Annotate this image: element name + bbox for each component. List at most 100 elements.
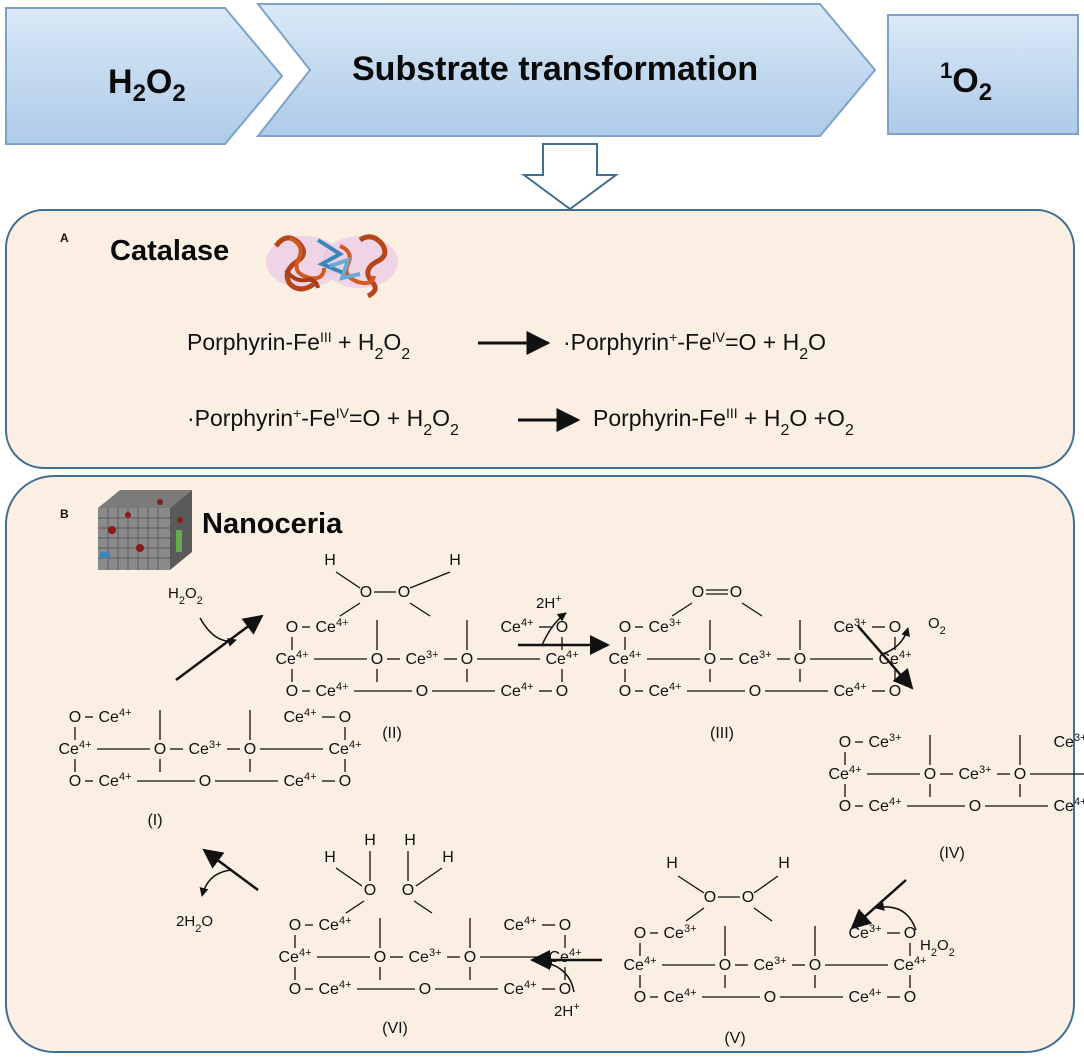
banner-singlet-oxygen-label: 1O2: [940, 58, 992, 106]
oxygen-atom: O: [360, 584, 372, 601]
ce4-atom: Ce4+: [869, 796, 902, 815]
bond: [685, 907, 705, 922]
structure-ii-label: (II): [382, 725, 402, 742]
banner-singlet-oxygen-box: [887, 14, 1079, 135]
label-h-in: 2H+: [554, 1001, 580, 1020]
structure-iv-label: (IV): [939, 845, 965, 862]
ce4-atom: Ce4+: [664, 987, 697, 1006]
arrow-h2o2-in-2: [875, 902, 917, 931]
ce3-atom: Ce3+: [1054, 732, 1084, 751]
ce4-atom: Ce4+: [849, 987, 882, 1006]
ce3-atom: Ce3+: [959, 764, 992, 783]
bond: [413, 900, 433, 914]
ce4-atom: Ce4+: [59, 739, 92, 758]
oxygen-atom: O: [839, 734, 851, 751]
ce4-atom: Ce4+: [829, 764, 862, 783]
oxygen-atom: O: [286, 683, 298, 700]
ce4-atom: Ce4+: [894, 955, 927, 974]
oxygen-atom: O: [559, 917, 571, 934]
oxygen-atom: O: [634, 925, 646, 942]
ce4-atom: Ce4+: [546, 649, 579, 668]
bond: [339, 602, 361, 617]
bond: [409, 602, 431, 617]
ce3-atom: Ce3+: [754, 955, 787, 974]
catalase-protein-icon: [266, 234, 398, 299]
oxygen-atom: O: [619, 619, 631, 636]
panel-a-letter: A: [60, 231, 69, 245]
oxygen-atom: O: [692, 584, 704, 601]
oxygen-atom: O: [704, 889, 716, 906]
bond: [753, 907, 773, 922]
oxygen-atom: O: [704, 651, 716, 668]
panel-a-title: Catalase: [110, 235, 229, 267]
hydrogen-atom: H: [778, 855, 790, 872]
ce4-atom: Ce4+: [284, 771, 317, 790]
oxygen-atom: O: [398, 584, 410, 601]
oxygen-atom: O: [154, 741, 166, 758]
oxygen-atom: O: [839, 798, 851, 815]
oxygen-atom: O: [244, 741, 256, 758]
arrow-water-out: [199, 869, 233, 897]
panel-b-title: Nanoceria: [202, 508, 343, 540]
label-o2-out: O2: [928, 615, 946, 637]
ce3-atom: Ce3+: [869, 732, 902, 751]
eq1-reactants: Porphyrin-FeIII + H2O2: [187, 329, 410, 363]
hydrogen-atom: H: [442, 849, 454, 866]
ce4-atom: Ce4+: [501, 617, 534, 636]
oxygen-atom: O: [286, 619, 298, 636]
bond: [671, 602, 693, 617]
oxygen-atom: O: [374, 949, 386, 966]
ce4-atom: Ce4+: [276, 649, 309, 668]
oxygen-atom: O: [402, 882, 414, 899]
panel-b-nanoceria: [5, 475, 1075, 1053]
hydrogen-atom: H: [324, 849, 336, 866]
oxygen-atom: O: [764, 989, 776, 1006]
oxygen-atom: O: [742, 889, 754, 906]
arrow-iii-to-iv: [857, 625, 914, 690]
oxygen-atom: O: [464, 949, 476, 966]
oxygen-atom: O: [364, 882, 376, 899]
oxygen-atom: O: [619, 683, 631, 700]
oxygen-atom: O: [749, 683, 761, 700]
bond: [409, 571, 451, 589]
oxygen-atom: O: [809, 957, 821, 974]
ce4-atom: Ce4+: [649, 681, 682, 700]
arrow-h-out: [541, 612, 567, 646]
catalase-equation-1: Porphyrin-FeIII + H2O2 ·Porphyrin+-FeIV=…: [187, 329, 826, 363]
oxygen-atom: O: [416, 683, 428, 700]
oxygen-atom: O: [559, 981, 571, 998]
structure-vi-label: (VI): [382, 1020, 408, 1037]
ce3-atom: Ce3+: [189, 739, 222, 758]
ce4-atom: Ce4+: [319, 915, 352, 934]
banner-substrate-chevron: [255, 3, 877, 137]
cycle-arrows: [175, 612, 917, 993]
ce4-atom: Ce4+: [1054, 796, 1084, 815]
oxygen-atom: O: [969, 798, 981, 815]
oxygen-atom: O: [904, 989, 916, 1006]
hydrogen-atom: H: [324, 552, 336, 569]
ce3-atom: Ce3+: [406, 649, 439, 668]
reagent-labels: H2O2 2H+ O2 H2O2 2H+ 2H2O: [168, 585, 955, 1020]
ce3-atom: Ce3+: [649, 617, 682, 636]
banner: H2O2 Substrate transformation 1O2: [5, 3, 1079, 145]
label-h2o2-in-2: H2O2: [920, 937, 955, 959]
ce4-atom: Ce4+: [316, 681, 349, 700]
oxygen-atom: O: [889, 619, 901, 636]
oxygen-atom: O: [904, 925, 916, 942]
oxygen-atom: O: [889, 683, 901, 700]
ce4-atom: Ce4+: [609, 649, 642, 668]
eq2-products: Porphyrin-FeIII + H2O +O2: [593, 405, 854, 439]
oxygen-atom: O: [1014, 766, 1026, 783]
ce4-atom: Ce4+: [319, 979, 352, 998]
hydrogen-atom: H: [666, 855, 678, 872]
ce3-atom: Ce3+: [739, 649, 772, 668]
oxygen-atom: O: [719, 957, 731, 974]
hydrogen-atom: H: [364, 832, 376, 849]
ce4-atom: Ce4+: [834, 681, 867, 700]
ce4-atom: Ce4+: [549, 947, 582, 966]
